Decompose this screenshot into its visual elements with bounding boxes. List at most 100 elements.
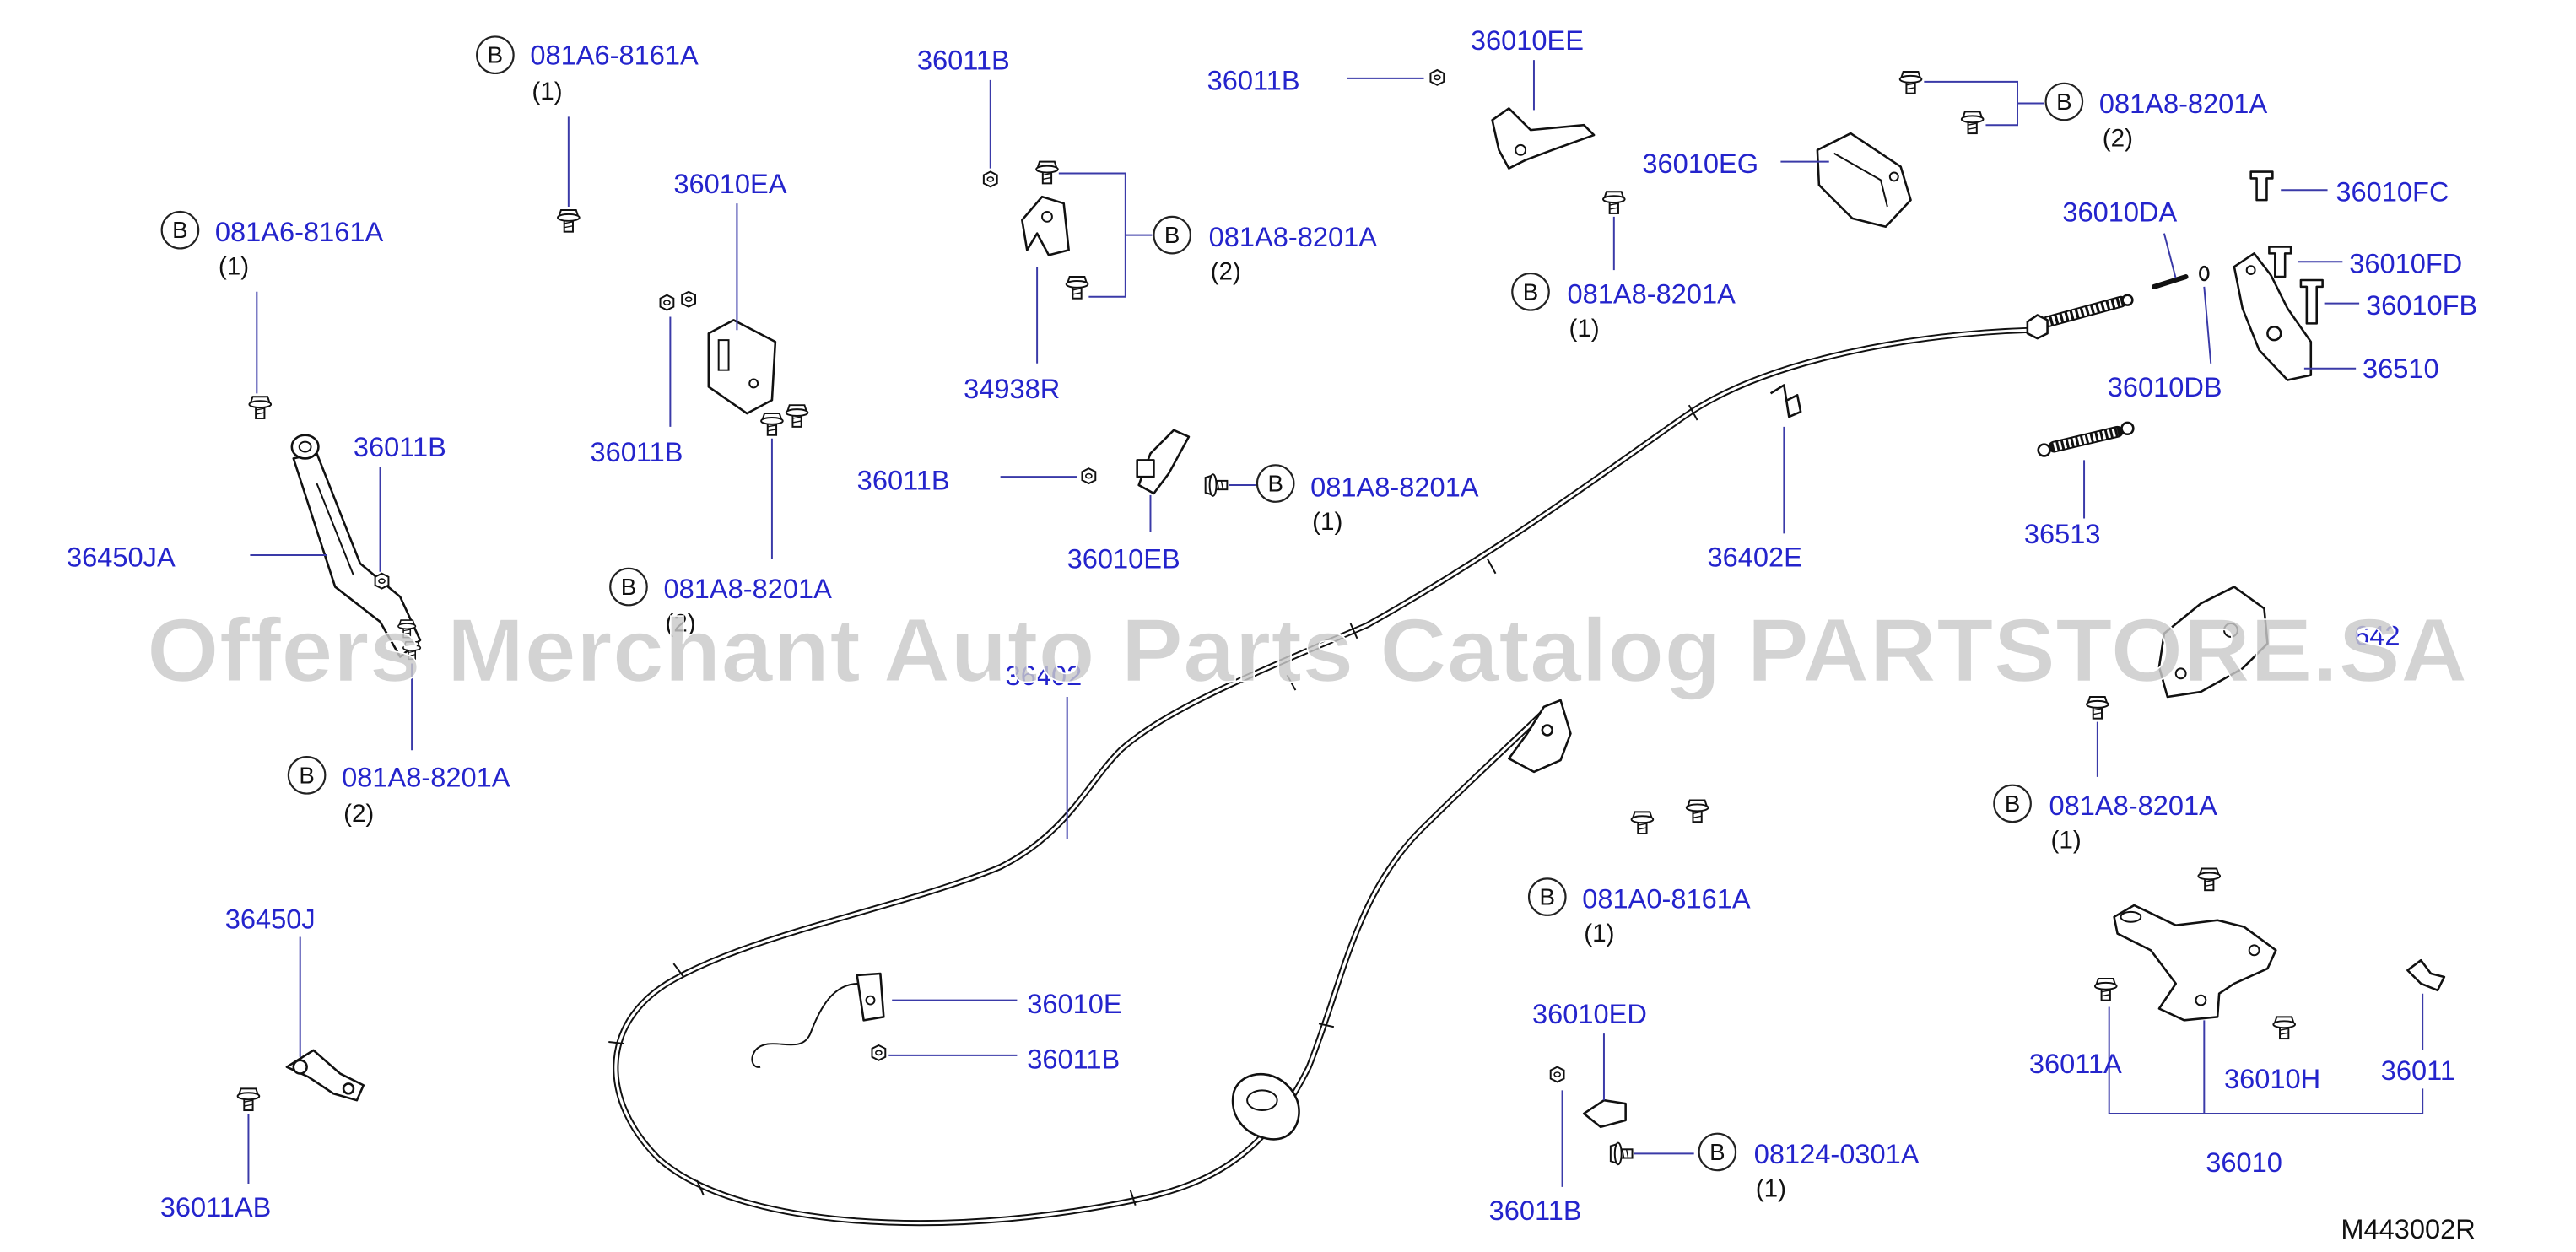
part-label[interactable]: 36450JA bbox=[67, 541, 176, 572]
bolt-icon bbox=[760, 413, 784, 436]
callout-part-number[interactable]: 081A8-8201A bbox=[1209, 221, 1378, 252]
circled-b-icon bbox=[1527, 877, 1567, 916]
callout-part-number[interactable]: 08124-0301A bbox=[1754, 1138, 1920, 1169]
callout-part-number[interactable]: 081A8-8201A bbox=[663, 573, 832, 604]
part-label[interactable]: 36010EB bbox=[1067, 542, 1180, 574]
bolt-icon bbox=[1630, 811, 1655, 835]
bolt-icon bbox=[1609, 1141, 1634, 1166]
part-label[interactable]: 36513 bbox=[2024, 518, 2101, 549]
part-label[interactable]: 36010ED bbox=[1532, 998, 1647, 1029]
part-label[interactable]: 36402E bbox=[1707, 541, 1801, 572]
circled-b-icon bbox=[609, 567, 648, 607]
bolt-icon bbox=[1601, 191, 1626, 214]
callout-symbol: B bbox=[621, 574, 636, 600]
part-label[interactable]: 36010FC bbox=[2336, 176, 2449, 208]
part-label[interactable]: 36450J bbox=[225, 903, 316, 934]
part-label[interactable]: 36011B bbox=[1489, 1195, 1582, 1226]
bolt-callout: B 081A0-8161A (1) bbox=[1527, 877, 1751, 947]
callout-part-number[interactable]: 081A8-8201A bbox=[342, 761, 510, 792]
bolt-callout: B 081A8-8201A (2) bbox=[2044, 82, 2268, 153]
callout-quantity: (1) bbox=[1584, 920, 1614, 947]
callout-part-number[interactable]: 081A6-8161A bbox=[530, 40, 699, 71]
part-label[interactable]: 36011B bbox=[591, 436, 683, 467]
circled-b-icon bbox=[1153, 215, 1191, 255]
callout-quantity: (2) bbox=[1211, 258, 1241, 286]
part-label[interactable]: 36011B bbox=[1207, 64, 1300, 95]
callout-symbol: B bbox=[1267, 471, 1283, 497]
part-label[interactable]: 36011AB bbox=[160, 1191, 272, 1222]
bracket-36010eb bbox=[1136, 429, 1191, 495]
part-label[interactable]: 36011B bbox=[917, 45, 1010, 76]
bolt-callout: B 081A8-8201A (1) bbox=[1511, 272, 1736, 343]
bracket-36010ea bbox=[707, 319, 777, 415]
callout-quantity: (2) bbox=[665, 610, 695, 638]
bolt-icon bbox=[248, 396, 273, 419]
bracket-34938r bbox=[1021, 195, 1070, 256]
nut-icon bbox=[1081, 467, 1097, 485]
callout-quantity: (1) bbox=[1312, 508, 1342, 536]
part-label[interactable]: 36010EA bbox=[673, 168, 786, 199]
bracket-36642 bbox=[2157, 586, 2269, 699]
part-label[interactable]: 36510 bbox=[2363, 353, 2439, 384]
part-label[interactable]: 36010DA bbox=[2062, 196, 2177, 227]
part-label[interactable]: 36011B bbox=[857, 465, 950, 496]
part-label[interactable]: 34938R bbox=[964, 373, 1060, 404]
bracket-hole bbox=[1541, 724, 1553, 737]
part-label[interactable]: 36010FD bbox=[2349, 248, 2462, 279]
callout-part-number[interactable]: 081A8-8201A bbox=[1310, 472, 1479, 503]
pin-36010da bbox=[2152, 274, 2189, 289]
pin-36010fd bbox=[2268, 246, 2292, 278]
callout-part-number[interactable]: 081A8-8201A bbox=[2049, 790, 2218, 821]
callout-part-number[interactable]: 081A8-8201A bbox=[2099, 88, 2268, 119]
bolt-icon bbox=[1960, 111, 1985, 135]
callout-part-number[interactable]: 081A8-8201A bbox=[1567, 278, 1736, 309]
part-label[interactable]: 36010E bbox=[1027, 988, 1121, 1019]
part-label[interactable]: 36011B bbox=[1027, 1043, 1120, 1074]
bracket-36010ed bbox=[1582, 1098, 1627, 1129]
bracket-36010ee bbox=[1491, 107, 1596, 170]
cable-end-fitting bbox=[2026, 294, 2134, 340]
bolt-callout: B 081A8-8201A (1) bbox=[1993, 784, 2218, 854]
bolt-icon bbox=[2197, 867, 2222, 892]
part-label[interactable]: 36402 bbox=[1006, 660, 1083, 691]
bracket-36010e bbox=[751, 972, 885, 1068]
nut-icon bbox=[871, 1044, 887, 1061]
circled-b-icon bbox=[1993, 784, 2032, 823]
clip-36011 bbox=[2406, 958, 2446, 992]
part-label[interactable]: 36010EG bbox=[1642, 148, 1758, 179]
part-label[interactable]: 36010H bbox=[2224, 1063, 2320, 1094]
part-label[interactable]: 36011 bbox=[2381, 1055, 2455, 1086]
circled-b-icon bbox=[287, 756, 327, 795]
callout-quantity: (1) bbox=[1756, 1174, 1786, 1202]
part-label[interactable]: 36010 bbox=[2206, 1147, 2282, 1178]
bolt-callout: B 081A8-8201A (2) bbox=[287, 756, 510, 828]
part-label[interactable]: 36011B bbox=[354, 431, 446, 462]
callout-part-number[interactable]: 081A6-8161A bbox=[215, 216, 384, 247]
clip-36010db bbox=[2199, 265, 2210, 282]
part-label[interactable]: 36010FB bbox=[2366, 289, 2477, 321]
callout-part-number[interactable]: 081A0-8161A bbox=[1582, 883, 1751, 915]
callout-quantity: (1) bbox=[1569, 315, 1599, 343]
part-label[interactable]: 36010DB bbox=[2108, 371, 2222, 402]
bracket-36010eg bbox=[1816, 132, 1912, 229]
part-label[interactable]: 642 bbox=[2354, 619, 2400, 650]
bolt-icon bbox=[2093, 977, 2118, 1001]
bolt-icon bbox=[785, 404, 809, 428]
part-label[interactable]: 36011A bbox=[2029, 1048, 2122, 1079]
nut-icon bbox=[1549, 1066, 1565, 1083]
nut-icon bbox=[681, 290, 697, 308]
circled-b-icon bbox=[476, 35, 515, 75]
leader-line bbox=[2163, 233, 2177, 279]
part-label[interactable]: 36010EE bbox=[1471, 24, 1584, 56]
bolt-icon bbox=[1685, 799, 1709, 823]
pin-36010fc bbox=[2249, 170, 2274, 202]
callout-symbol: B bbox=[1164, 222, 1180, 248]
callout-quantity: (2) bbox=[343, 800, 374, 828]
callout-symbol: B bbox=[172, 217, 187, 243]
circled-b-icon bbox=[2044, 82, 2084, 121]
nut-icon bbox=[659, 294, 675, 311]
bolt-icon bbox=[1065, 276, 1089, 300]
cable-grommet bbox=[1231, 1073, 1300, 1141]
leader-lines bbox=[247, 60, 2424, 1187]
